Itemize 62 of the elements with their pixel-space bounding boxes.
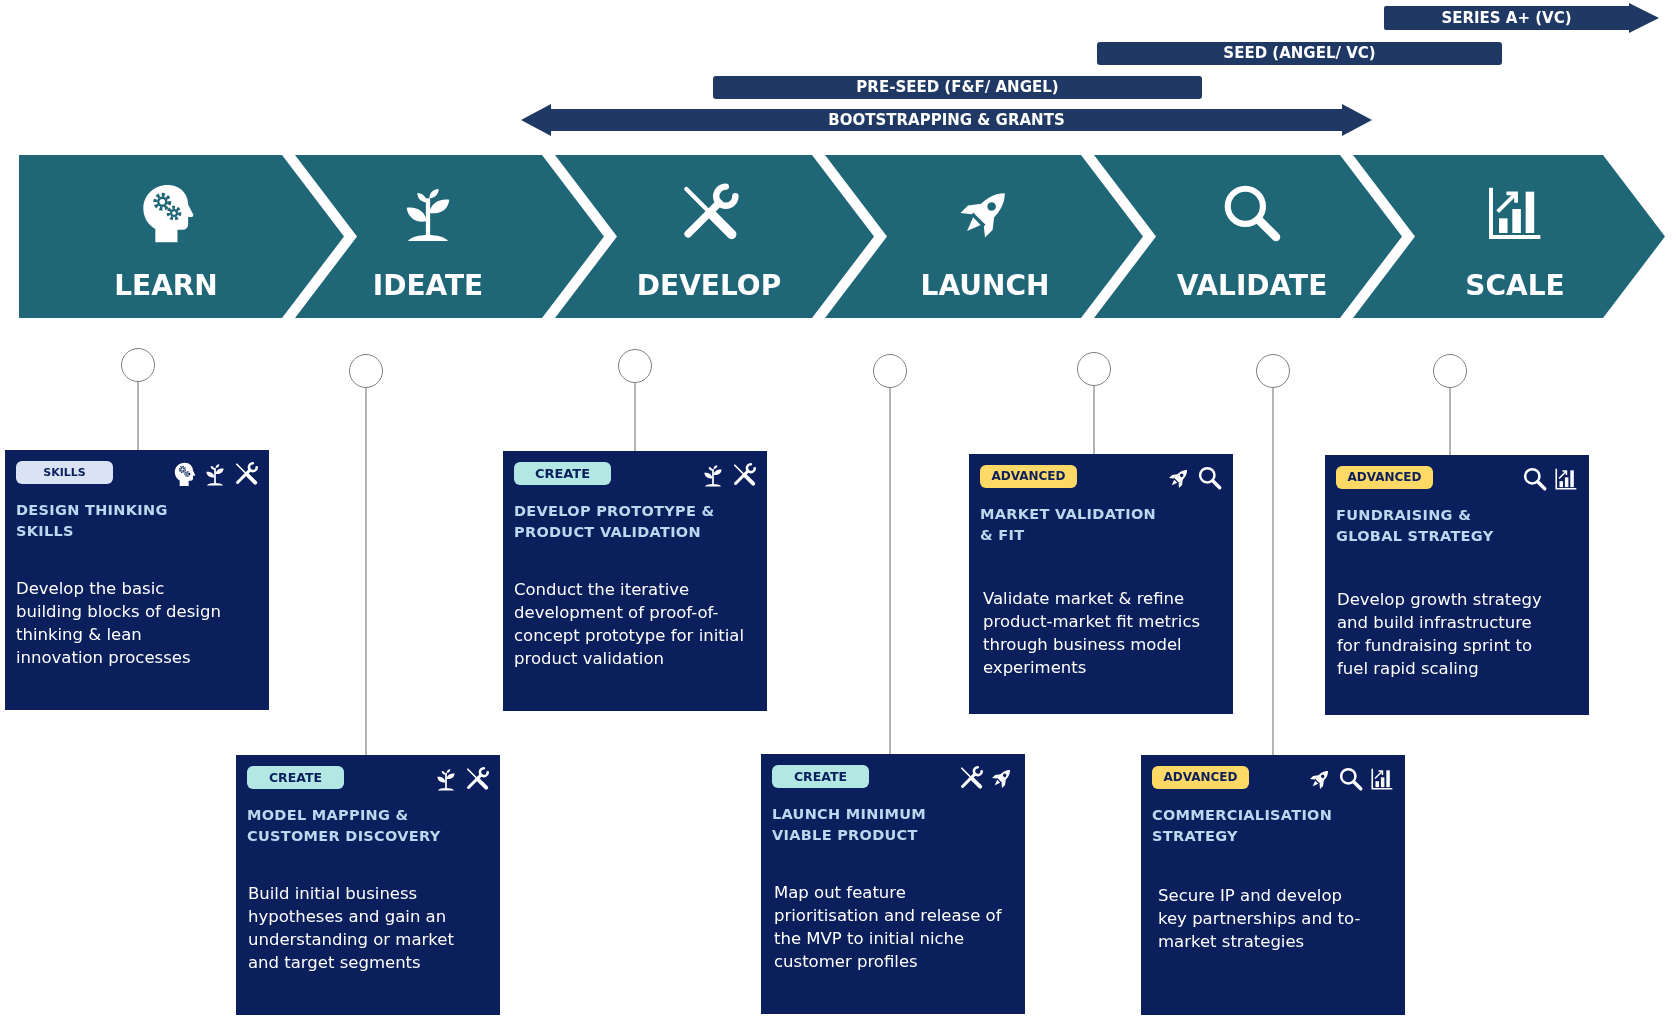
funding-bar [713,76,1202,99]
funding-label: SERIES A+ (VC) [1440,8,1573,28]
card-description: Develop the basic building blocks of design thinking & lean innovation processes [16,578,222,669]
level-tag: CREATE [772,765,869,788]
info-card [1325,455,1589,715]
level-tag: ADVANCED [980,465,1077,488]
leader-line [137,381,139,451]
info-card [503,451,767,711]
timeline-circle [618,349,652,383]
leader-line [889,387,891,755]
info-card [761,754,1025,1014]
level-tag: ADVANCED [1336,466,1433,489]
card-heading: LAUNCH MINIMUM VIABLE PRODUCT [772,805,927,845]
leader-line [365,387,367,756]
card-description: Build initial business hypotheses and gain an understanding or market and target segments [248,883,455,974]
stage-band [1353,155,1665,318]
card-heading: MARKET VALIDATION & FIT [980,505,1157,545]
level-tag: CREATE [247,766,344,789]
info-card [969,454,1233,714]
stage-label: SCALE [1464,270,1566,302]
card-heading: FUNDRAISING & GLOBAL STRATEGY [1336,506,1495,546]
level-tag: ADVANCED [1152,766,1249,789]
card-heading: MODEL MAPPING & CUSTOMER DISCOVERY [247,806,442,846]
leader-line [634,382,636,452]
card-description: Validate market & refine product-market fit metrics through business model experiments [983,588,1202,679]
stage-band [825,155,1143,318]
stage-band [295,155,604,318]
leader-line [1093,385,1095,455]
stage-band [19,155,344,318]
info-card [1141,755,1405,1015]
card-description: Develop growth strategy and build infrastructure for fundraising sprint to fuel rapid scaling [1337,589,1543,680]
funding-band [521,104,1372,136]
funding-label: SEED (ANGEL/ VC) [1222,44,1377,63]
stage-label: LAUNCH [919,270,1051,302]
card-description: Secure IP and develop key partnerships and to-market strategies [1158,885,1362,953]
level-tag: CREATE [514,462,611,485]
timeline-circle [121,348,155,382]
card-description: Map out feature prioritisation and release of the MVP to initial niche customer profiles [774,882,1003,973]
timeline-circle [1077,352,1111,386]
card-heading: DEVELOP PROTOTYPE & PRODUCT VALIDATION [514,502,716,542]
funding-label: BOOTSTRAPPING & GRANTS [827,110,1066,130]
stage-band [555,155,874,318]
info-card [236,755,500,1015]
card-heading: DESIGN THINKING SKILLS [16,501,169,541]
stage-band [1094,155,1402,318]
stage-label: DEVELOP [635,270,783,302]
timeline-circle [873,354,907,388]
funding-band [1384,3,1659,33]
stage-label: VALIDATE [1175,270,1329,302]
timeline-circle [1433,354,1467,388]
timeline-circle [349,354,383,388]
stage-label: LEARN [113,270,219,302]
leader-line [1272,387,1274,756]
timeline-circle [1256,354,1290,388]
funding-bar [1097,42,1502,65]
funding-label: PRE-SEED (F&F/ ANGEL) [855,78,1060,97]
level-tag: SKILLS [16,461,113,484]
leader-line [1449,387,1451,456]
stage-label: IDEATE [371,270,485,302]
info-card [5,450,269,710]
card-description: Conduct the iterative development of proof-of-concept prototype for initial product validation [514,579,745,670]
card-heading: COMMERCIALISATION STRATEGY [1152,806,1334,846]
